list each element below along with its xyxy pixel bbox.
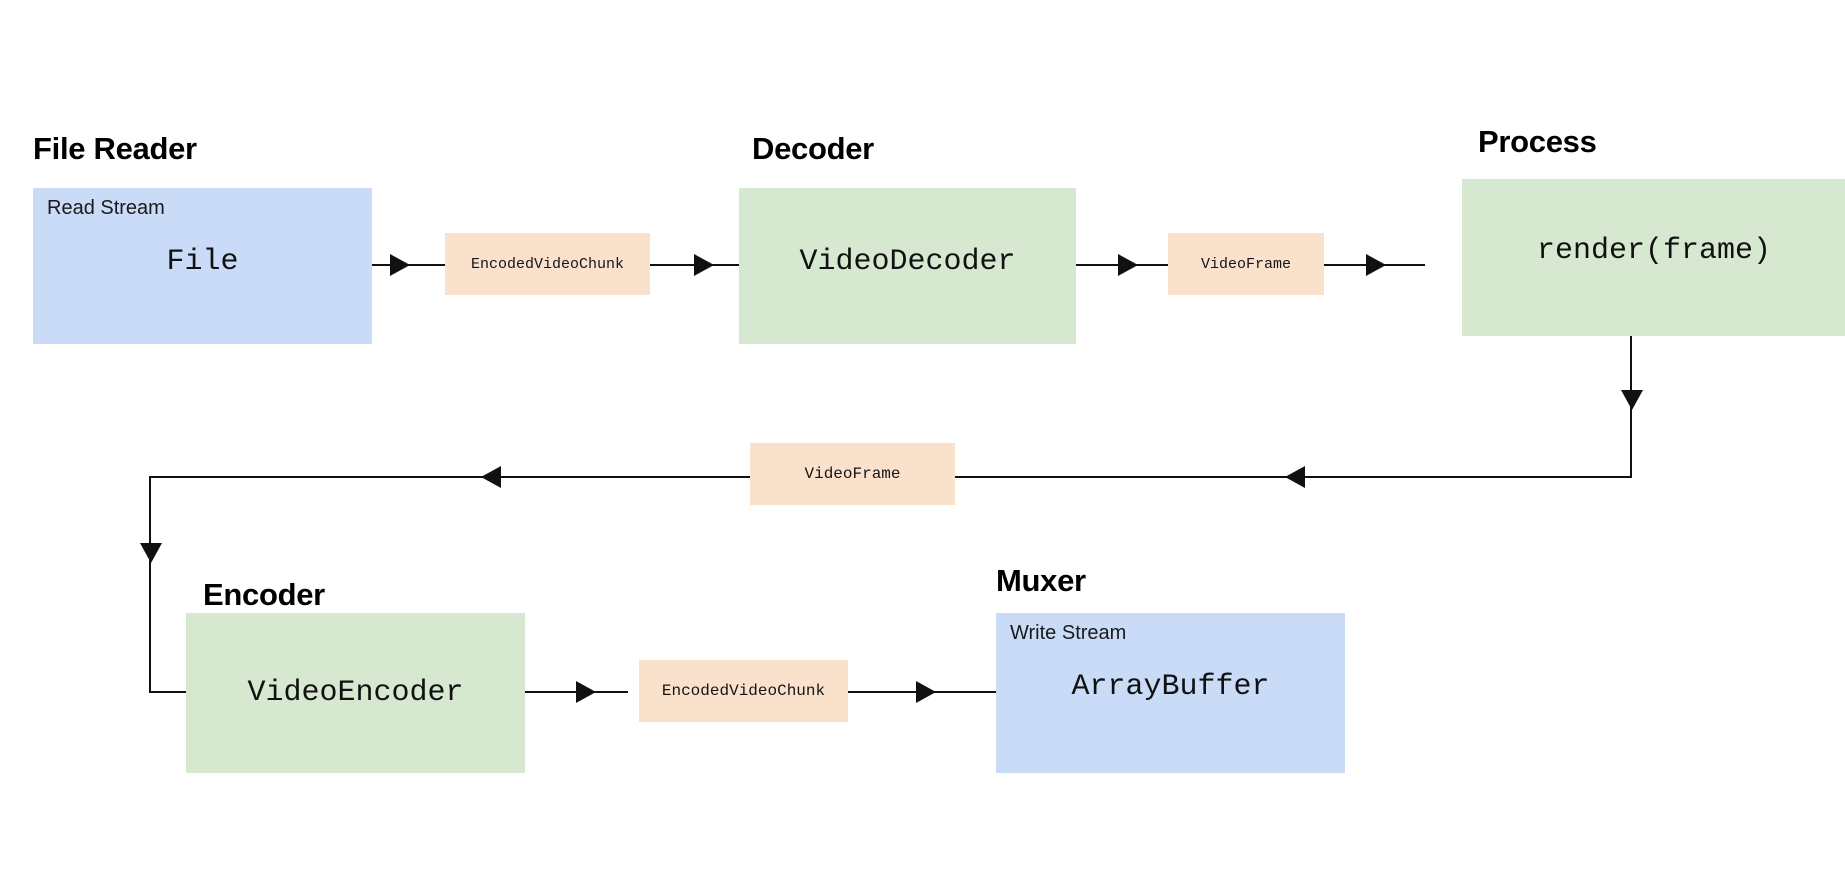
node-muxer-label: ArrayBuffer xyxy=(1071,670,1270,704)
node-decoder-label: VideoDecoder xyxy=(799,245,1016,279)
node-process[interactable]: render(frame) xyxy=(1462,179,1845,336)
stage-title-decoder: Decoder xyxy=(752,131,874,166)
stage-title-encoder: Encoder xyxy=(203,577,325,612)
node-decoder[interactable]: VideoDecoder xyxy=(739,188,1076,344)
arrowhead-frame2-to-encoder xyxy=(481,466,501,488)
node-muxer-sublabel: Write Stream xyxy=(1010,622,1127,644)
stage-title-muxer: Muxer xyxy=(996,563,1086,598)
arrowhead-decoder-to-frame xyxy=(1118,254,1138,276)
arrowhead-chunk-to-decoder xyxy=(694,254,714,276)
node-file-reader-sublabel: Read Stream xyxy=(47,197,165,219)
stage-title-process: Process xyxy=(1478,124,1597,159)
tag-encoded-video-chunk-1[interactable]: EncodedVideoChunk xyxy=(445,233,650,295)
arrowhead-left-column-down xyxy=(140,543,162,563)
node-file-reader[interactable]: Read Stream File xyxy=(33,188,372,344)
arrowhead-filereader-to-chunk xyxy=(390,254,410,276)
stage-title-file-reader: File Reader xyxy=(33,131,197,166)
node-encoder-label: VideoEncoder xyxy=(247,676,464,710)
node-process-label: render(frame) xyxy=(1536,234,1772,268)
arrowhead-frame-to-process xyxy=(1366,254,1386,276)
edge-left-column-down xyxy=(149,476,151,693)
arrowhead-chunk2-to-muxer xyxy=(916,681,936,703)
node-file-reader-label: File xyxy=(166,245,239,279)
tag-video-frame-1[interactable]: VideoFrame xyxy=(1168,233,1324,295)
tag-encoded-video-chunk-2[interactable]: EncodedVideoChunk xyxy=(639,660,848,722)
arrowhead-encoder-to-chunk2 xyxy=(576,681,596,703)
node-muxer[interactable]: Write Stream ArrayBuffer xyxy=(996,613,1345,773)
edge-into-encoder xyxy=(149,691,189,693)
tag-video-frame-2[interactable]: VideoFrame xyxy=(750,443,955,505)
edge-filereader-to-chunk-tail xyxy=(410,264,445,266)
node-encoder[interactable]: VideoEncoder xyxy=(186,613,525,773)
arrowhead-process-to-frame2 xyxy=(1285,466,1305,488)
edge-frame2-to-encoder xyxy=(149,476,750,478)
arrowhead-process-down xyxy=(1621,390,1643,410)
